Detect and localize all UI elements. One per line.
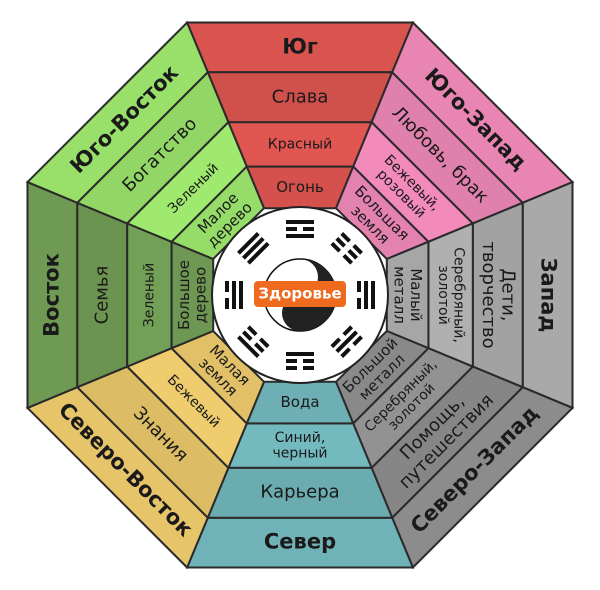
- trigram-icon: [330, 232, 363, 265]
- sector-east-label-2: Семья: [91, 266, 112, 325]
- trigram-icon: [286, 352, 314, 370]
- center-badge: Здоровье: [254, 281, 346, 307]
- sector-north-label-3: Синий,черный: [272, 430, 327, 461]
- trigram-icon: [357, 281, 375, 309]
- sector-southeast-band-4: [169, 164, 266, 261]
- sector-south-label-2: Слава: [272, 86, 329, 107]
- center-badge-box: [254, 281, 346, 307]
- taiji-center: Здоровье: [211, 206, 389, 384]
- trigram-icon: [225, 281, 243, 309]
- sector-north-label-1: Север: [264, 530, 336, 554]
- trigram-icon: [237, 325, 270, 358]
- sector-north-label-4: Вода: [280, 393, 319, 411]
- sector-west-label-3: Серебряный,золотой: [435, 247, 466, 343]
- trigram-icon: [286, 220, 314, 238]
- sector-west-label-4: Малыйметалл: [391, 266, 426, 324]
- trigram-ring: [225, 220, 375, 370]
- sector-east-label-4: Большоедерево: [175, 260, 210, 330]
- sector-west-label-2: Дети,творчество: [478, 241, 519, 348]
- sector-west-label-1: Запад: [537, 258, 561, 333]
- sector-east-label-1: Восток: [39, 253, 63, 337]
- sector-south-label-3: Красный: [268, 136, 332, 152]
- center-label: Здоровье: [258, 285, 341, 303]
- sector-east-label-3: Зеленый: [141, 263, 157, 327]
- sector-south-label-4: Огонь: [276, 178, 324, 196]
- trigram-icon: [237, 232, 270, 265]
- trigram-icon: [330, 325, 363, 358]
- sector-north-label-2: Карьера: [260, 482, 339, 503]
- sector-south-label-1: Юг: [282, 34, 318, 58]
